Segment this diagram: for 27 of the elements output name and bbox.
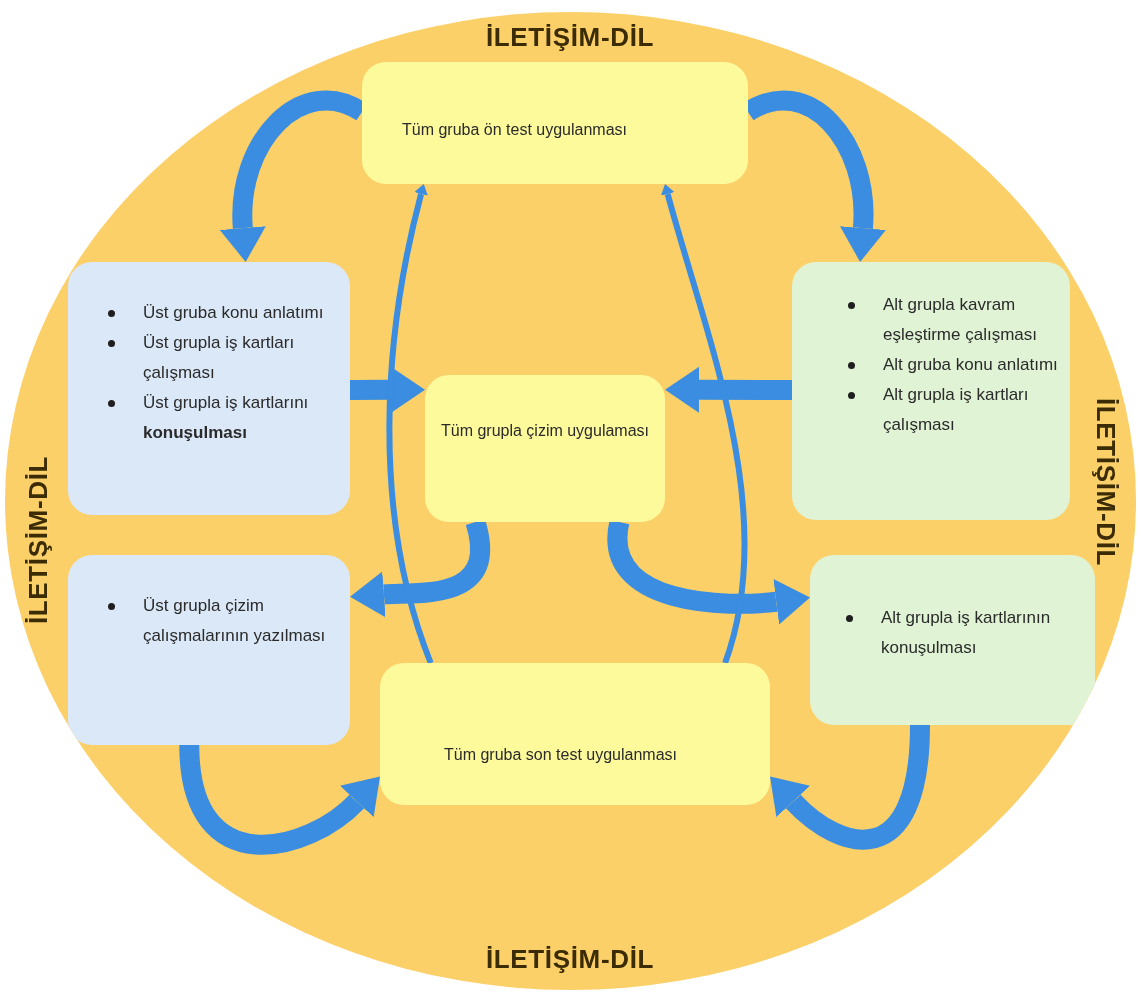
bullet-item: Alt grupla iş kartlarının konuşulması	[881, 607, 1052, 659]
step-card	[362, 62, 748, 184]
step-text: Tüm gruba ön test uygulanması	[402, 121, 627, 138]
ring-label: İLETİŞİM-DİL	[485, 943, 655, 976]
ring-label: İLETİŞİM-DİL	[485, 21, 655, 54]
ring-label: İLETİŞİM-DİL	[1089, 397, 1122, 567]
arrow	[386, 183, 434, 664]
bullet-item: Üst grupla iş kartlarını konuşulması	[143, 392, 310, 444]
bullet-item: Alt gruba konu anlatımı	[883, 354, 1058, 376]
step-text: Tüm gruba son test uygulanması	[444, 746, 677, 763]
arrow	[349, 519, 490, 618]
step-card	[425, 375, 665, 522]
step-card	[792, 262, 1070, 520]
arrow	[661, 184, 748, 664]
step-text: Tüm grupla çizim uygulaması	[440, 421, 650, 441]
bullet-item: Üst grupla çizim çalışmalarının yazılması	[143, 595, 327, 647]
step-card	[380, 663, 770, 805]
arrow	[179, 744, 382, 855]
bullet-item: Alt grupla kavram eşleştirme çalışması	[883, 294, 1038, 346]
bullet-item: Alt grupla iş kartları çalışması	[883, 384, 1030, 436]
bullet-item: Üst gruba konu anlatımı	[143, 302, 324, 324]
bullet-item: Üst grupla iş kartları çalışması	[143, 332, 296, 384]
step-card	[68, 262, 350, 515]
step-card	[68, 555, 350, 745]
arrow	[665, 366, 793, 413]
ring-label: İLETİŞİM-DİL	[21, 455, 54, 625]
arrow	[768, 724, 930, 850]
